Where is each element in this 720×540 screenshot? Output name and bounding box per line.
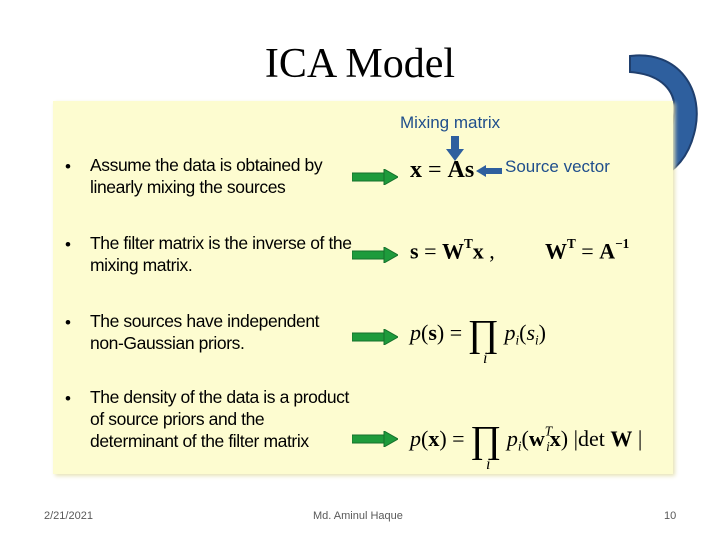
slide-title: ICA Model xyxy=(264,41,456,87)
content-panel xyxy=(53,101,673,474)
bullet-text-4: The density of the data is a product of … xyxy=(90,387,349,451)
green-arrow-icon xyxy=(352,169,398,185)
bullet-marker: • xyxy=(65,235,71,254)
bullet-text-1: Assume the data is obtained by linearly … xyxy=(90,155,323,197)
equation-filter: s = WTx , xyxy=(410,236,495,264)
equation-density: p(x) = ∏ pi(wTix) |det W | xyxy=(410,419,643,461)
green-arrow-icon xyxy=(352,329,398,345)
mixing-matrix-label: Mixing matrix xyxy=(400,113,501,132)
footer-page-number: 10 xyxy=(664,510,677,522)
bullet-marker: • xyxy=(65,389,71,408)
bullet-marker: • xyxy=(65,313,71,332)
left-arrow-icon xyxy=(476,165,502,177)
footer-author: Md. Aminul Haque xyxy=(313,510,403,522)
equation-mixing: x = As xyxy=(410,157,475,183)
product-index: i xyxy=(483,350,488,367)
bullet-marker: • xyxy=(65,157,71,176)
down-arrow-icon xyxy=(446,136,464,161)
footer-date: 2/21/2021 xyxy=(44,510,93,522)
equation-inverse: WT = A−1 xyxy=(545,236,630,264)
bullet-text-2: The filter matrix is the inverse of the … xyxy=(90,233,352,275)
source-vector-label: Source vector xyxy=(505,157,610,176)
bullet-text-3: The sources have independent non-Gaussia… xyxy=(90,311,320,353)
product-index: i xyxy=(486,456,491,473)
green-arrow-icon xyxy=(352,247,398,263)
green-arrow-icon xyxy=(352,431,398,447)
equation-prior: p(s) = ∏ pi(si) xyxy=(410,313,546,355)
